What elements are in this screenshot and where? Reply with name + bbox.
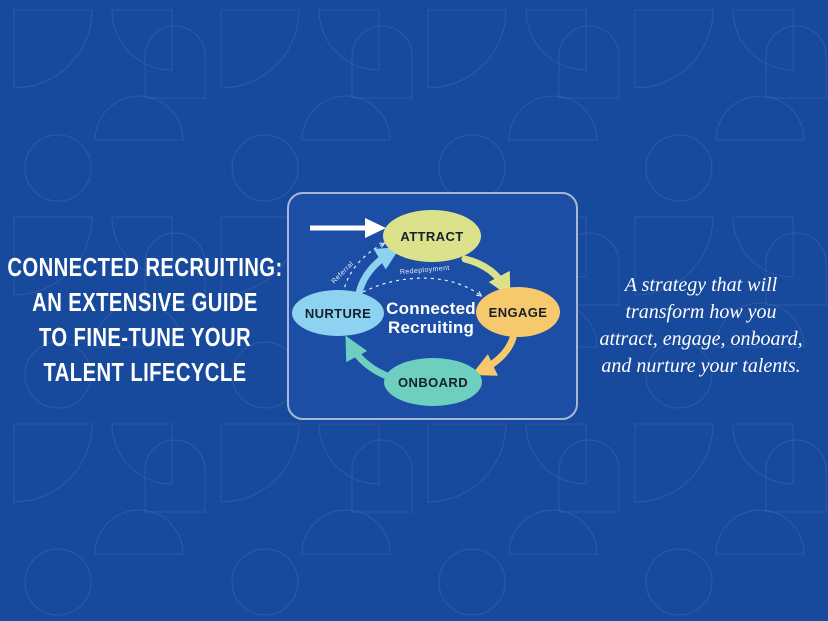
nurture-oval: [292, 290, 384, 336]
redeployment-dashed-arc: [362, 277, 480, 295]
main-title-line-1: CONNECTED RECRUITING:: [7, 252, 283, 282]
redeployment-label: Redeployment: [400, 265, 450, 276]
arrow-engage-to-onboard: [471, 334, 517, 376]
subtitle-quote-line-2: transform how you: [625, 301, 777, 323]
attract-label: ATTRACT: [400, 229, 463, 244]
subtitle-quote: A strategy that will transform how you a…: [576, 272, 826, 380]
onboard-oval: [384, 358, 482, 406]
main-title: CONNECTED RECRUITING: AN EXTENSIVE GUIDE…: [5, 250, 286, 390]
lifecycle-cycle-diagram: Referral Redeployment ATTRACT ENGAGE ONB…: [292, 210, 560, 406]
attract-oval: [383, 210, 481, 262]
nurture-label: NURTURE: [305, 306, 371, 321]
arrow-attract-to-engage: [461, 255, 511, 298]
subtitle-quote-line-1: A strategy that will: [624, 274, 778, 296]
entry-arrow-shaft: [310, 225, 368, 231]
main-title-line-3: TO FINE-TUNE YOUR: [38, 322, 252, 352]
engage-oval: [476, 287, 560, 337]
main-title-line-4: TALENT LIFECYCLE: [43, 357, 247, 387]
entry-arrow-head: [365, 218, 386, 238]
arrow-onboard-to-nurture: [345, 335, 397, 382]
engage-label: ENGAGE: [489, 305, 548, 320]
onboard-label: ONBOARD: [398, 375, 468, 390]
entry-arrow: [310, 218, 386, 238]
subtitle-quote-line-4: and nurture your talents.: [601, 355, 801, 377]
subtitle-quote-line-3: attract, engage, onboard,: [599, 328, 803, 350]
diagram-center-label-line-1: Connected: [386, 299, 476, 318]
diagram-card: Referral Redeployment ATTRACT ENGAGE ONB…: [287, 192, 578, 420]
main-title-line-2: AN EXTENSIVE GUIDE: [32, 287, 258, 317]
arrow-nurture-to-attract: [355, 247, 401, 297]
diagram-center-label-line-2: Recruiting: [388, 318, 474, 337]
